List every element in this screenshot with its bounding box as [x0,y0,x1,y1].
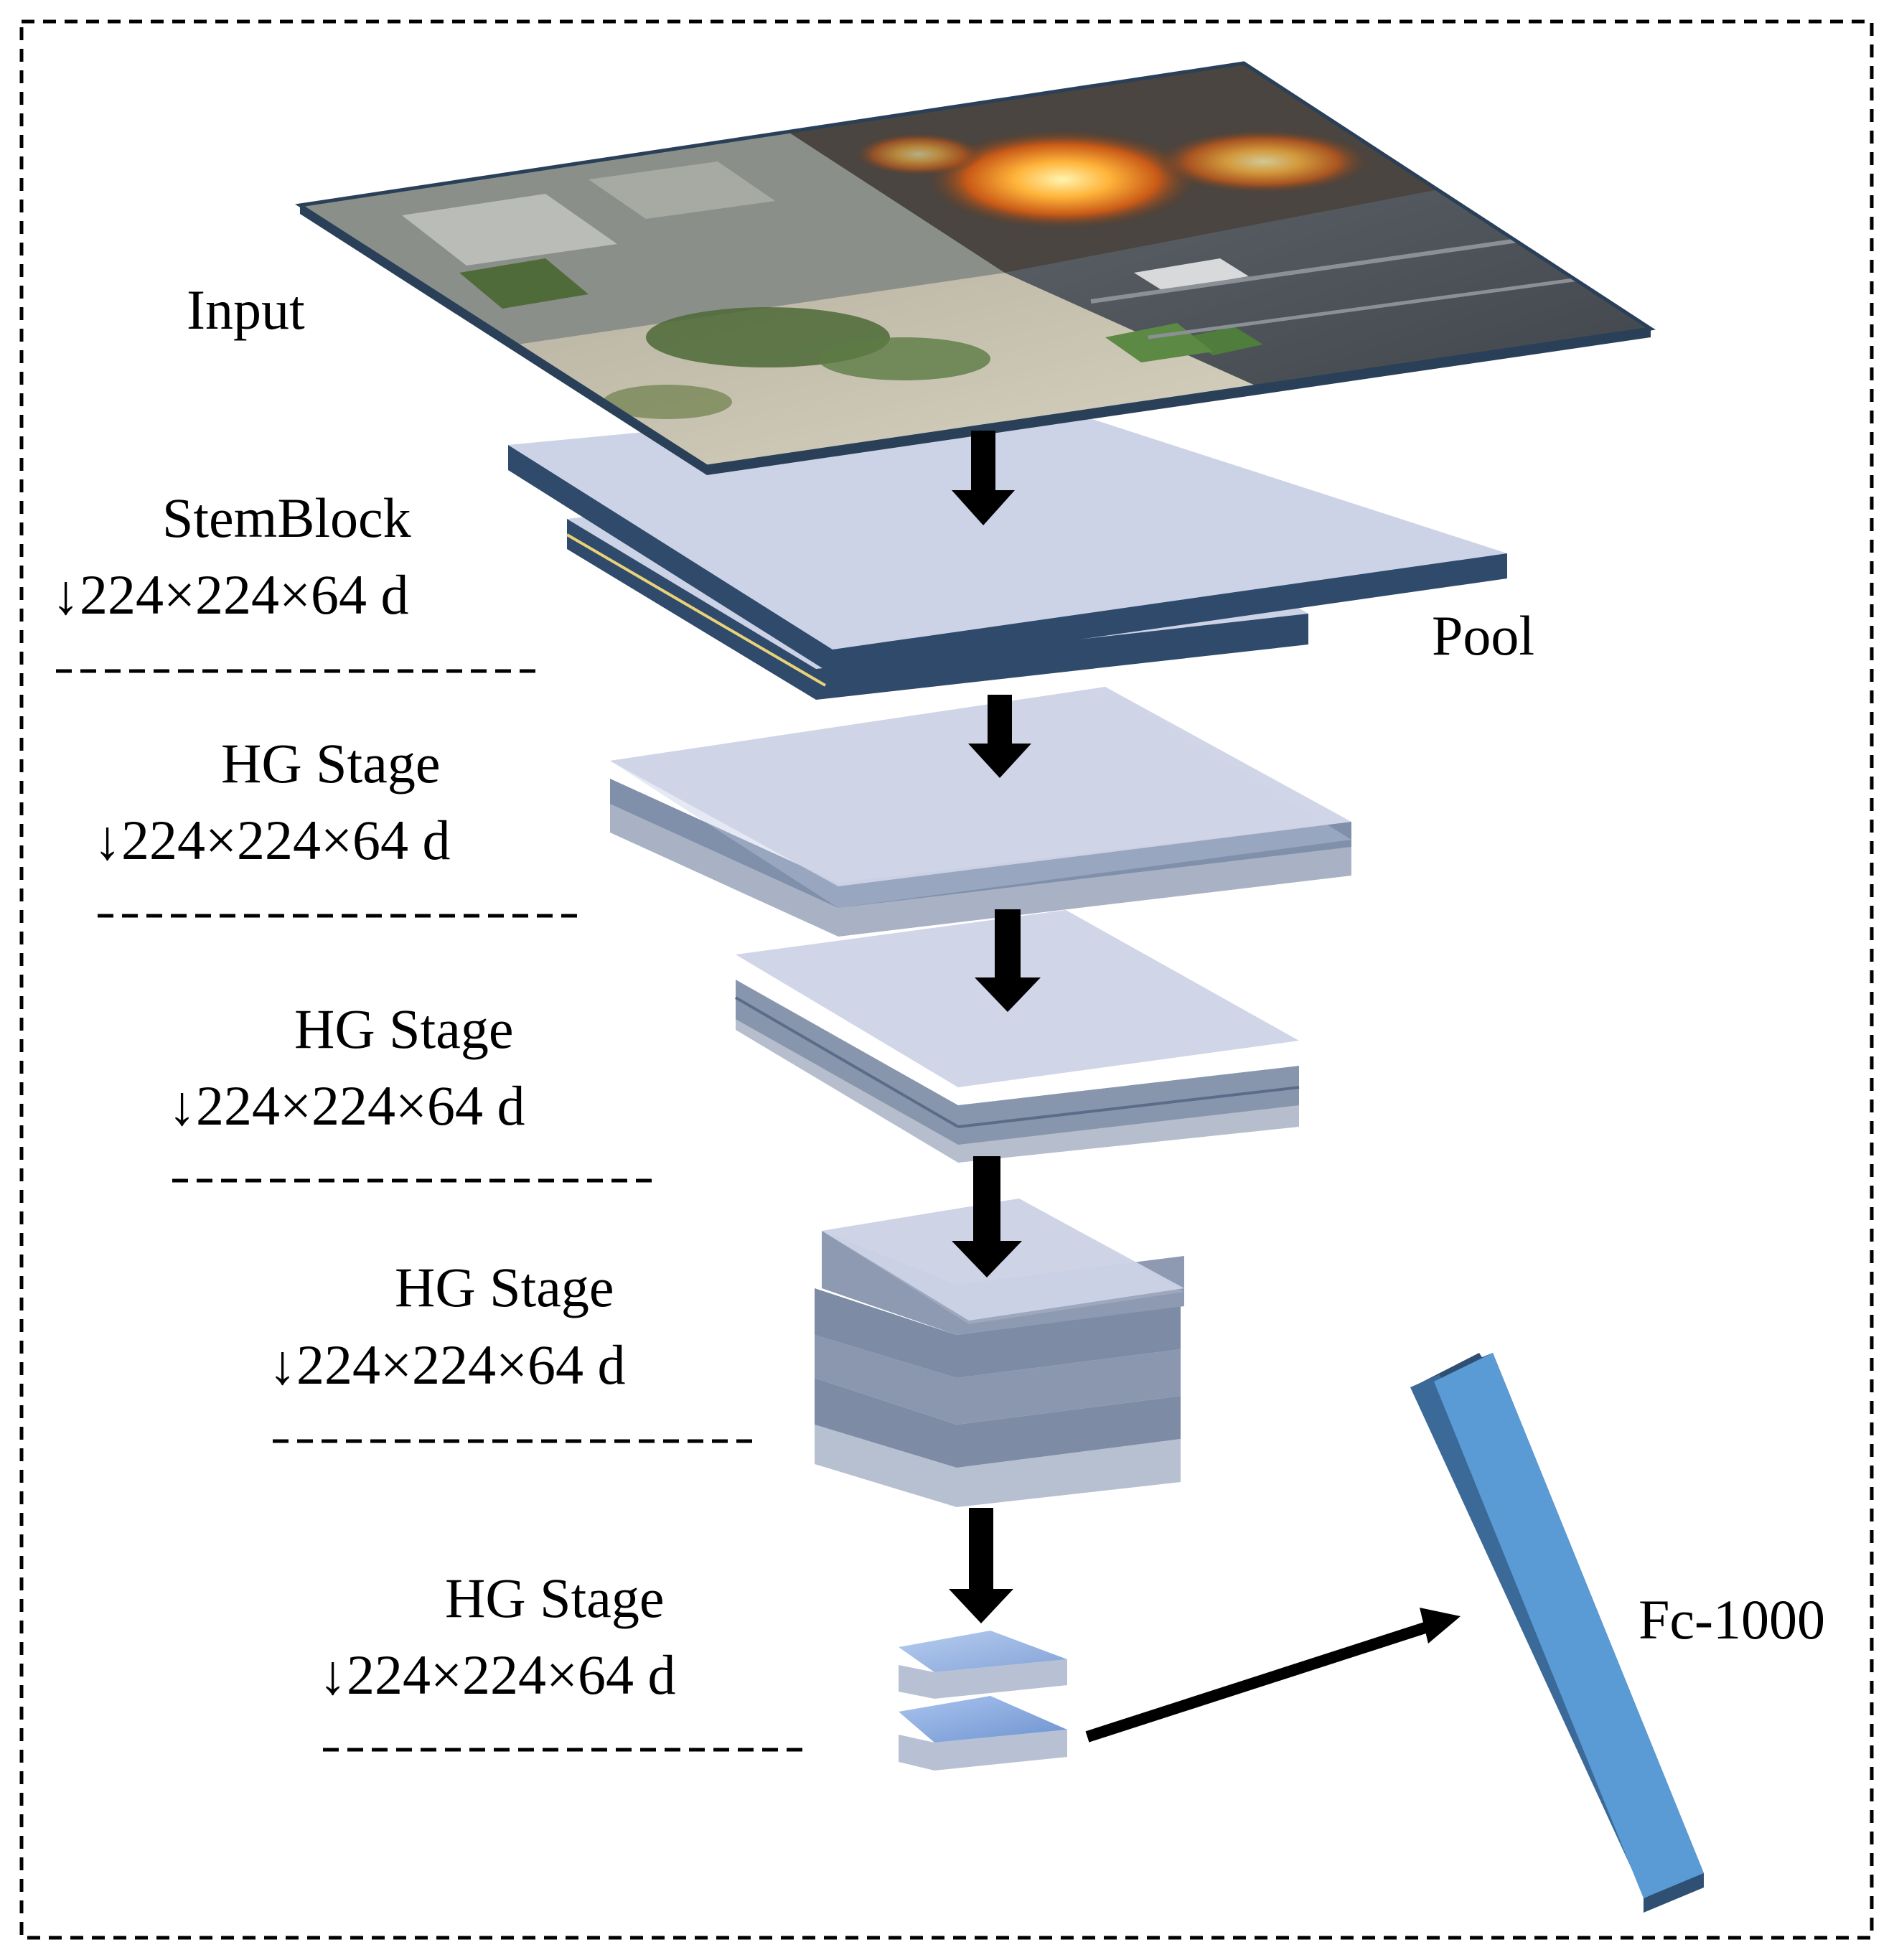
hg-stage-4-block [899,1631,1067,1771]
arrow-hg4-to-fc [1085,1608,1461,1743]
stage-label-hg-2: HG Stage ↓224×224×64 d [168,998,657,1183]
stage-label-hg-3: HG Stage ↓224×224×64 d [268,1256,758,1443]
input-label: Input [187,278,305,341]
hg-stage-1-block [610,687,1351,937]
stage-label-hg-4: HG Stage ↓224×224×64 d [319,1567,808,1752]
arrow-input-to-stem [952,431,1015,525]
stage-dims: ↓224×224×64 d [319,1644,675,1706]
stage-name: HG Stage [294,998,513,1060]
fc-label: Fc-1000 [1639,1588,1825,1651]
stage-dims: ↓224×224×64 d [52,563,408,626]
stage-dims: ↓224×224×64 d [168,1074,525,1137]
stage-dims: ↓224×224×64 d [268,1333,625,1396]
input-image-layer [295,61,1656,475]
stage-name: HG Stage [221,732,440,794]
stage-label-hg-1: HG Stage ↓224×224×64 d [93,732,583,918]
stage-name: StemBlock [162,487,411,549]
arrow-hg2-to-hg3 [952,1156,1022,1277]
pool-label: Pool [1432,604,1534,667]
stage-name: HG Stage [445,1567,664,1629]
fc-1000-layer [1410,1353,1704,1913]
arrow-stem-to-hg1 [968,695,1031,778]
diagram-border [19,19,1874,1940]
arrow-hg3-to-hg4 [949,1508,1013,1623]
stage-name: HG Stage [395,1256,614,1318]
stage-label-stemblock: StemBlock ↓224×224×64 d [52,487,540,673]
hg-stage-3-block [815,1199,1184,1507]
arrow-hg1-to-hg2 [975,909,1041,1012]
stage-dims: ↓224×224×64 d [93,809,450,871]
